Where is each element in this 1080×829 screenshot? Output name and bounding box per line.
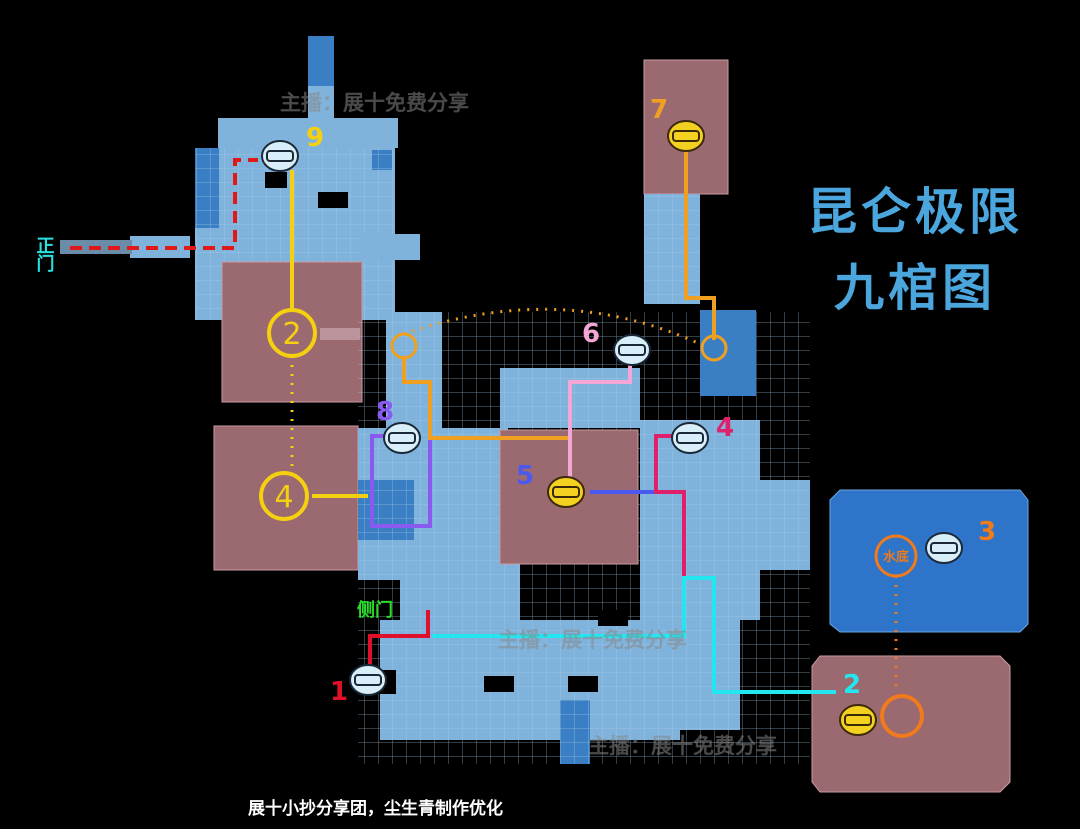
map-title-line2: 九棺图 [834, 259, 996, 317]
coffin-3-icon [925, 532, 963, 564]
coffin-1-icon [349, 664, 387, 696]
room-ne-tower [643, 59, 756, 396]
coffin-6-icon [613, 334, 651, 366]
waypoint-orange-1 [390, 332, 418, 360]
waypoint-orange-2 [700, 334, 728, 362]
waypoint-2-circle [267, 308, 317, 358]
room-pink-east [811, 655, 1011, 793]
credit-text: 展十小抄分享团，尘生青制作优化 [248, 799, 503, 819]
coffin-9-icon [261, 140, 299, 172]
waypoint-4-label: 4 [274, 480, 293, 515]
coffin-2-number: 2 [843, 670, 861, 700]
side-gate-label: 侧门 [357, 599, 393, 621]
watermark-bottom: 主播：展十免费分享 [588, 734, 777, 758]
underwater-label: 水底 [883, 549, 909, 565]
coffin-8-number: 8 [376, 397, 394, 427]
route-6 [568, 362, 632, 490]
route-1 [368, 610, 430, 666]
coffin-5-icon [547, 476, 585, 508]
coffin-5-number: 5 [516, 461, 534, 491]
route-4 [654, 434, 688, 580]
route-main-gate [70, 158, 258, 250]
waypoint-underwater [874, 534, 918, 578]
coffin-9-number: 9 [306, 123, 324, 153]
watermark-middle: 主播：展十免费分享 [498, 628, 687, 652]
coffin-4-icon [671, 422, 709, 454]
coffin-3-number: 3 [978, 517, 996, 547]
room-underwater [829, 489, 1029, 633]
route-orange-arc [403, 307, 701, 346]
coffin-1-number: 1 [330, 677, 348, 707]
waypoint-coffin-2 [880, 694, 924, 738]
route-7 [684, 150, 716, 340]
coffin-7-icon [667, 120, 705, 152]
main-gate-label: 正门 [34, 236, 55, 273]
coffin-8-icon [383, 422, 421, 454]
route-2 [432, 576, 836, 694]
watermark-top: 主播：展十免费分享 [280, 91, 469, 115]
waypoint-2-label: 2 [282, 317, 301, 352]
coffin-7-number: 7 [650, 95, 668, 125]
coffin-6-number: 6 [582, 319, 600, 349]
coffin-2-icon [839, 704, 877, 736]
waypoint-4-circle [259, 471, 309, 521]
route-9 [290, 170, 368, 498]
route-8 [370, 434, 432, 528]
map-title-line1: 昆仑极限 [807, 183, 1023, 241]
coffin-4-number: 4 [716, 413, 734, 443]
route-orange [402, 356, 572, 440]
